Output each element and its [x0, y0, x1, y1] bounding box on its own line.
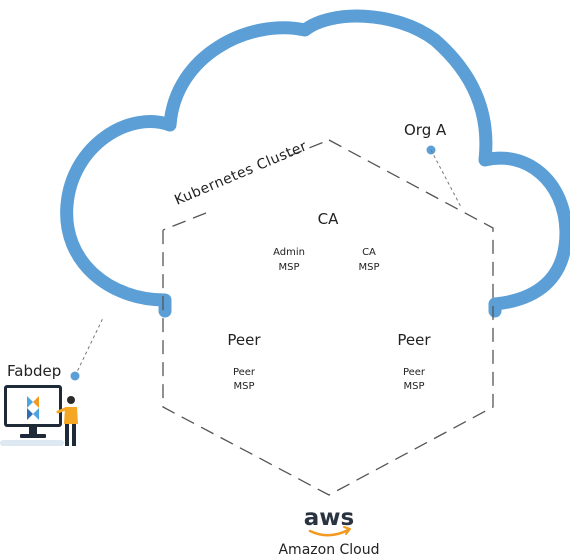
org-connector: [430, 149, 462, 208]
ca-msp-line1: CA: [362, 247, 376, 258]
fabdep-connector: [74, 317, 104, 377]
org-label: Org A: [404, 121, 447, 139]
cloud-shape: [60, 9, 570, 318]
peer-left-title: Peer: [227, 331, 261, 349]
aws-smile-icon: [308, 528, 350, 537]
peer-left-msp-line2: MSP: [233, 381, 254, 392]
cluster-label: Kubernetes Cluster: [172, 138, 309, 208]
admin-msp-line1: Admin: [273, 247, 305, 258]
fabdep-dot: [70, 371, 80, 381]
aws-label: Amazon Cloud: [278, 542, 379, 557]
peer-left-msp-line1: Peer: [233, 367, 256, 378]
peer-right-msp-line2: MSP: [403, 381, 424, 392]
ca-title: CA: [318, 210, 339, 228]
peer-right-msp-line1: Peer: [403, 367, 426, 378]
fabdep-label: Fabdep: [7, 362, 61, 380]
ca-msp-line2: MSP: [358, 262, 379, 273]
computer-user-icon: [0, 385, 78, 446]
cluster-hexagon: [162, 139, 494, 496]
admin-msp-line2: MSP: [278, 262, 299, 273]
peer-right-title: Peer: [397, 331, 431, 349]
aws-logo: aws: [304, 505, 354, 537]
